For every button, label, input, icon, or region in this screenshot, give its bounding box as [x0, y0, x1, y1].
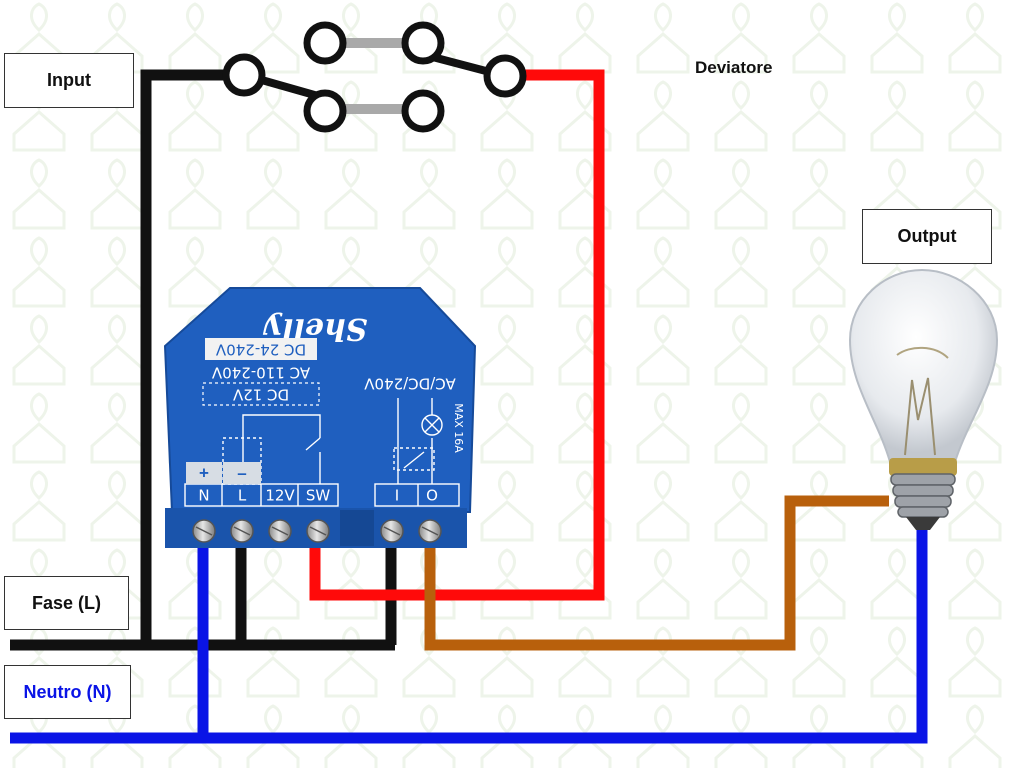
switch-contact [401, 89, 445, 133]
rating-dc-box [205, 338, 317, 360]
neutro-label: Neutro (N) [23, 681, 112, 702]
switch-bridge-top [325, 38, 423, 48]
switch-contact [303, 89, 347, 133]
terminal-screw-12v [268, 519, 292, 543]
neutro-label-box: Neutro (N) [4, 665, 131, 719]
minus-label: – [237, 463, 246, 482]
terminal-screw-o [418, 519, 442, 543]
switch-contact [483, 54, 527, 98]
neutral-wire [10, 530, 928, 744]
fase-label: Fase (L) [31, 592, 101, 613]
plus-label: + [199, 463, 209, 482]
bulb-collar [889, 458, 957, 476]
minus-badge [223, 462, 261, 484]
two-way-switch-icon [222, 21, 527, 133]
rating-ac: AC 110-240V [211, 364, 310, 382]
fase-label-box: Fase (L) [4, 576, 129, 630]
rating-dc12: DC 12V [232, 386, 289, 404]
bulb-thread [894, 495, 952, 508]
terminal-screw-l [230, 519, 254, 543]
plus-badge [186, 462, 222, 484]
terminal-screw-sw [306, 519, 330, 543]
bulb-filament [904, 377, 936, 456]
terminal-label-o: O [426, 487, 438, 505]
shelly-device: Shelly DC 24-240V AC 110-240V DC 12V AC/… [163, 287, 477, 548]
output-rating: AC/DC/240V [364, 375, 456, 393]
terminal-label-i: I [395, 487, 399, 505]
device-terminal-gap [340, 510, 374, 546]
bulb-filament-wire [896, 346, 949, 359]
relay-contact-icon [184, 398, 460, 507]
input-label-box: Input [4, 53, 134, 108]
lamp-wire [424, 495, 889, 651]
terminal-label-sw: SW [306, 487, 331, 505]
bulb-tip [906, 517, 940, 530]
bulb-thread [890, 473, 956, 486]
output-label: Output [897, 226, 957, 246]
rating-dc: DC 24-240V [215, 341, 306, 359]
input-label: Input [47, 70, 91, 90]
bulb-thread [892, 484, 954, 497]
output-label-box: Output [862, 209, 992, 264]
bulb-glass [848, 268, 999, 463]
phase-wire-input [140, 69, 224, 645]
terminal-screw-n [192, 519, 216, 543]
terminal-label-n: N [198, 487, 209, 505]
light-bulb-icon [848, 268, 999, 530]
switch-return-wire [309, 69, 605, 601]
switch-bridge-bottom [325, 104, 423, 114]
rating-dc12-box [202, 382, 320, 406]
switch-contact [401, 21, 445, 65]
terminal-label-12v: 12V [265, 487, 295, 505]
terminal-label-l: L [238, 487, 247, 505]
max-current: MAX 16A [452, 403, 465, 453]
bulb-thread [897, 506, 949, 518]
switch-contact [222, 53, 266, 97]
switch-contact [303, 21, 347, 65]
terminal-screw-i [380, 519, 404, 543]
deviatore-label: Deviatore [695, 58, 773, 77]
